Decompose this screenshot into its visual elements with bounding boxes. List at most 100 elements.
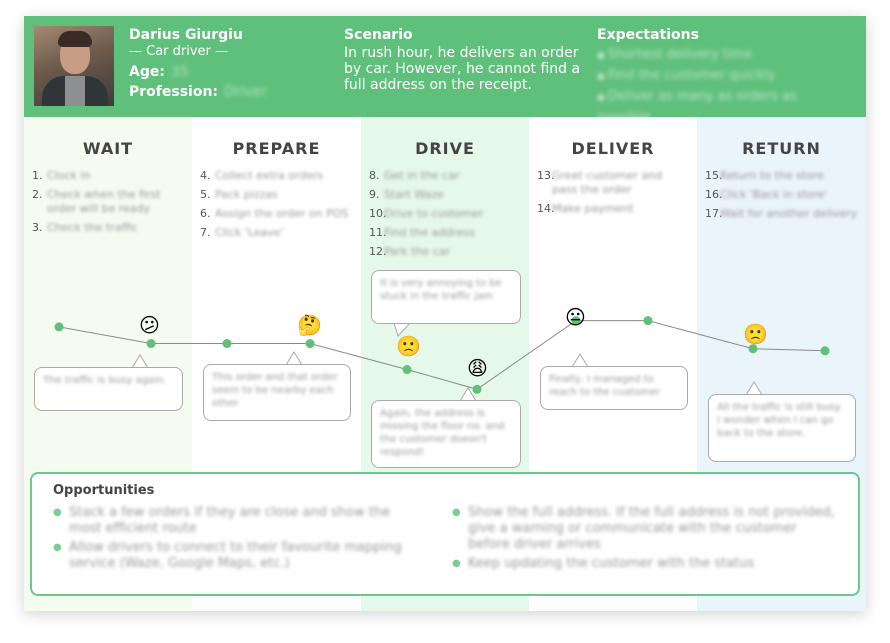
step-text: Assign the order on POS xyxy=(215,207,349,220)
step-item: 10.Drive to customer xyxy=(369,207,521,221)
step-item: 1. Clock in xyxy=(32,169,184,183)
stage-title: RETURN xyxy=(742,139,821,158)
step-number: 12. xyxy=(369,245,387,258)
step-item: 2. Check when the first order will be rea… xyxy=(32,188,184,216)
journey-point xyxy=(571,316,581,326)
profession-label: Profession: xyxy=(129,84,219,100)
persona-header: Darius Giurgiu — Car driver — Age: 35 Pro… xyxy=(24,16,866,125)
stage-title: DELIVER xyxy=(571,139,655,158)
step-text: Collect extra orders xyxy=(215,169,324,182)
opportunities-left-list: Stack a few orders if they are close and… xyxy=(53,505,423,575)
step-number: 16. xyxy=(705,188,723,201)
thinking-emoji: 🤔 xyxy=(297,313,322,337)
thought-bubble: Finally, I managed to reach to the custo… xyxy=(540,366,688,410)
bubble-pointer xyxy=(393,322,411,337)
stage-title: PREPARE xyxy=(232,139,321,158)
bubble-pointer xyxy=(131,354,149,369)
frowning-emoji: 😕 xyxy=(139,313,160,337)
step-text: Start Waze xyxy=(384,188,444,201)
stage-steps: 4. Collect extra orders 5. Pack pizzas 6.Ass… xyxy=(200,169,353,245)
stage-title: WAIT xyxy=(82,139,134,158)
persona-name: Darius Giurgiu xyxy=(129,27,243,43)
expectations-title: Expectations xyxy=(597,27,699,43)
stage-steps: 8. Get in the car 9. Start Waze 10.Drive to … xyxy=(369,169,521,264)
step-number: 14. xyxy=(537,202,555,215)
weary-emoji: 😩 xyxy=(467,356,488,380)
step-item: 17.Wait for another delivery xyxy=(705,207,858,221)
journey-point xyxy=(643,316,653,326)
step-text: Make payment xyxy=(552,202,634,215)
bubble-pointer xyxy=(459,387,477,402)
step-text: Return to the store xyxy=(720,169,824,182)
step-number: 5. xyxy=(200,188,211,201)
step-item: 14.Make payment xyxy=(537,202,689,216)
step-number: 10. xyxy=(369,207,387,220)
age-label: Age: xyxy=(129,64,165,80)
step-number: 9. xyxy=(369,188,380,201)
thought-bubble: The traffic is busy again. xyxy=(34,367,183,411)
journey-point xyxy=(472,384,482,394)
step-number: 7. xyxy=(200,226,211,239)
step-item: 4. Collect extra orders xyxy=(200,169,353,183)
stage-steps: 13.Greet customer and pass the order 14.M… xyxy=(537,169,689,221)
step-text: Drive to customer xyxy=(384,207,484,220)
neutral-emoji: 😐 xyxy=(565,305,586,329)
journey-path xyxy=(58,320,826,390)
step-text: Clock in xyxy=(47,169,91,182)
expectation-item: Find the customer quickly xyxy=(597,66,837,87)
step-number: 15. xyxy=(705,169,723,182)
opportunity-item: Show the full address. If the full addre… xyxy=(452,505,837,553)
journey-point xyxy=(305,339,315,349)
step-item: 9. Start Waze xyxy=(369,188,521,202)
step-number: 1. xyxy=(32,169,43,182)
emotion-journey-line xyxy=(54,316,830,402)
bubble-pointer xyxy=(571,353,589,368)
opportunity-item: Allow drivers to connect to their favour… xyxy=(53,540,423,572)
persona-age: Age: 35 xyxy=(129,64,189,80)
step-text: Get in the car xyxy=(384,169,460,182)
step-number: 3. xyxy=(32,221,43,234)
step-text: Click 'Back in store' xyxy=(720,188,828,201)
step-text: Greet customer and pass the order xyxy=(552,169,663,196)
step-item: 6.Assign the order on POS xyxy=(200,207,353,221)
step-number: 4. xyxy=(200,169,211,182)
scenario-title: Scenario xyxy=(344,27,413,43)
opportunity-item: Stack a few orders if they are close and… xyxy=(53,505,423,537)
persona-profession: Profession: Driver xyxy=(129,84,267,100)
opportunities-title: Opportunities xyxy=(53,483,155,498)
step-text: Click 'Leave' xyxy=(215,226,284,239)
opportunities-panel: Opportunities Stack a few orders if they… xyxy=(30,472,860,596)
expectation-item: Shortest delivery time xyxy=(597,45,837,66)
stage-title: DRIVE xyxy=(415,139,475,158)
age-value: 35 xyxy=(170,64,189,80)
step-item: 5. Pack pizzas xyxy=(200,188,353,202)
step-text: Check when the first order will be ready xyxy=(47,188,161,215)
step-number: 17. xyxy=(705,207,723,220)
step-item: 15.Return to the store xyxy=(705,169,858,183)
step-number: 2. xyxy=(32,188,43,201)
stage-steps: 15.Return to the store 16.Click 'Back in … xyxy=(705,169,858,226)
step-text: Pack pizzas xyxy=(215,188,278,201)
step-number: 8. xyxy=(369,169,380,182)
journey-point xyxy=(402,365,412,375)
journey-point xyxy=(820,346,830,356)
step-number: 13. xyxy=(537,169,555,182)
bubble-pointer xyxy=(285,351,303,366)
journey-map-card: WAIT 1. Clock in 2. Check when the first or… xyxy=(24,16,866,611)
thought-bubble: It is very annoying to be stuck in the t… xyxy=(371,270,521,324)
step-item: 13.Greet customer and pass the order xyxy=(537,169,689,197)
thought-bubble: Again, the address is missing the floor … xyxy=(371,400,521,468)
frowning-emoji: 🙁 xyxy=(396,334,421,358)
step-text: Find the address xyxy=(384,226,475,239)
step-text: Check the traffic xyxy=(47,221,139,234)
profession-value: Driver xyxy=(224,84,268,100)
thought-bubble: This order and that order seem to be nea… xyxy=(203,364,351,421)
step-item: 7. Click 'Leave' xyxy=(200,226,353,240)
step-item: 11.Find the address xyxy=(369,226,521,240)
journey-point xyxy=(748,344,758,354)
journey-point xyxy=(54,322,64,332)
step-text: Park the car xyxy=(384,245,451,258)
step-item: 12.Park the car xyxy=(369,245,521,259)
persona-role: — Car driver — xyxy=(129,44,229,59)
step-item: 3. Check the traffic xyxy=(32,221,184,235)
